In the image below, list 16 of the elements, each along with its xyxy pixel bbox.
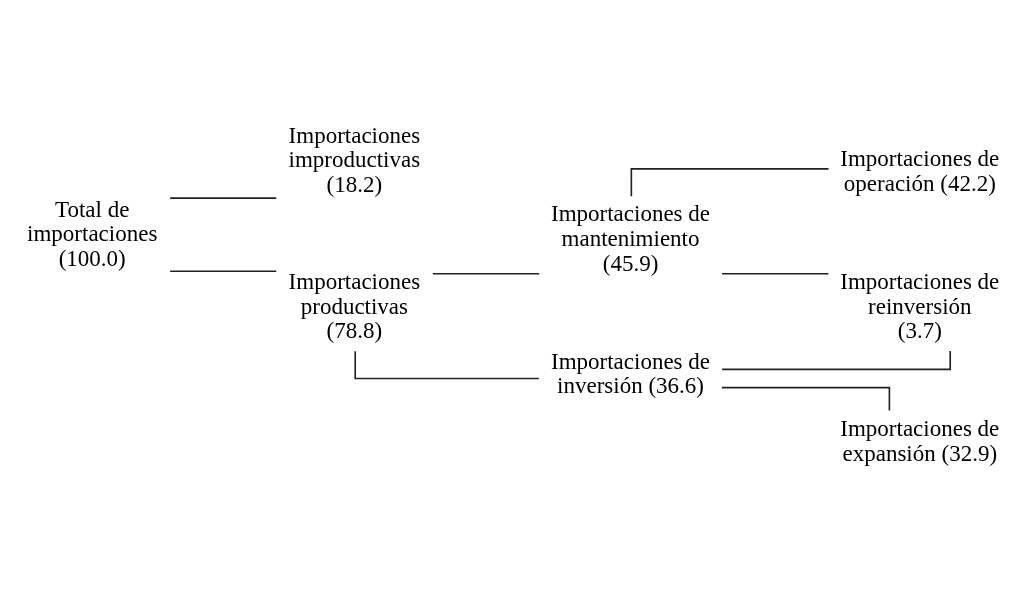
connector bbox=[721, 349, 952, 370]
connector bbox=[169, 196, 278, 199]
connector bbox=[630, 167, 830, 197]
connector bbox=[721, 272, 830, 275]
node-text: Importaciones de expansión (32.9) bbox=[840, 414, 1000, 466]
node-text: Importaciones de mantenimiento (45.9) bbox=[551, 199, 711, 276]
node-text: Importaciones productivas (78.8) bbox=[288, 267, 421, 343]
node-text: Importaciones de operación (42.2) bbox=[840, 144, 1000, 196]
connector bbox=[720, 386, 891, 411]
node-text: Importaciones de reinversión (3.7) bbox=[840, 267, 1000, 343]
node-text: Importaciones de inversión (36.6) bbox=[551, 347, 711, 398]
connector bbox=[354, 349, 540, 379]
node-text: Importaciones improductivas (18.2) bbox=[288, 121, 421, 197]
connector bbox=[169, 269, 278, 272]
node-text: Total de importaciones (100.0) bbox=[27, 195, 158, 271]
connector bbox=[431, 272, 541, 275]
